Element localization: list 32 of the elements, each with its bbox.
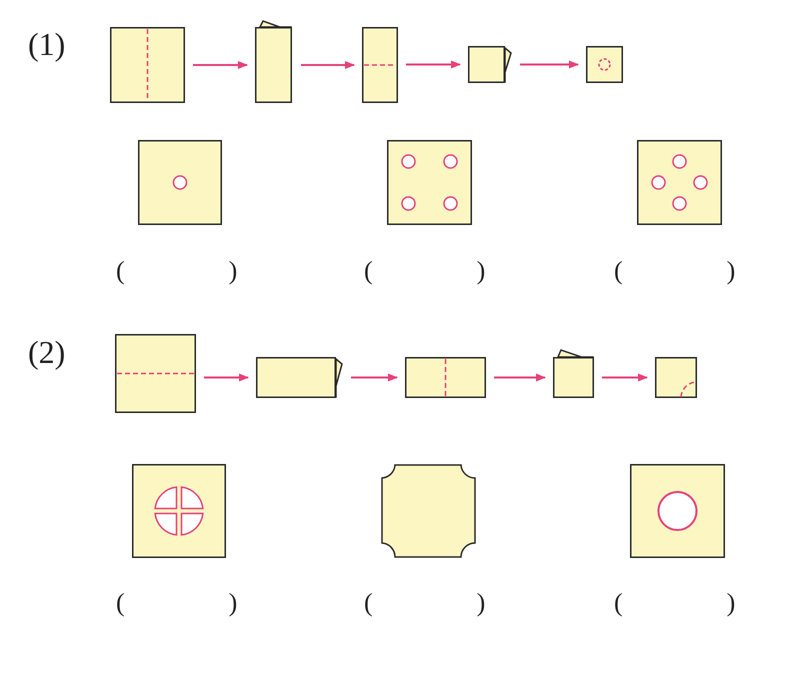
answer-blank: ( ) xyxy=(116,590,238,616)
arrow xyxy=(204,374,249,382)
folded-paper xyxy=(405,357,486,398)
arrow xyxy=(406,60,461,68)
folded-paper xyxy=(468,46,512,83)
unfolded-paper-option xyxy=(381,464,476,558)
folded-paper xyxy=(655,357,697,398)
arrow xyxy=(520,60,579,68)
unfolded-paper-option xyxy=(637,140,722,225)
arrow xyxy=(494,374,546,382)
unfolded-paper-option xyxy=(138,140,222,225)
question-number: (1) xyxy=(28,28,66,60)
answer-blank: ( ) xyxy=(614,258,736,284)
folded-paper xyxy=(255,20,293,103)
unfolded-paper-option xyxy=(132,464,226,558)
answer-blank: ( ) xyxy=(614,590,736,616)
folding-paper xyxy=(110,27,185,103)
arrow xyxy=(301,61,355,69)
folded-paper xyxy=(256,357,343,398)
answer-blank: ( ) xyxy=(364,590,486,616)
answer-blank: ( ) xyxy=(116,258,238,284)
folded-paper xyxy=(362,27,398,103)
arrow xyxy=(193,61,248,69)
answer-blank: ( ) xyxy=(364,258,486,284)
folding-paper xyxy=(115,334,196,413)
unfolded-paper-option xyxy=(630,464,725,558)
question-number: (2) xyxy=(28,336,66,368)
unfolded-paper-option xyxy=(387,140,472,225)
folded-paper xyxy=(553,349,594,398)
arrow xyxy=(351,374,398,382)
folded-paper xyxy=(586,46,623,83)
arrow xyxy=(602,374,648,382)
